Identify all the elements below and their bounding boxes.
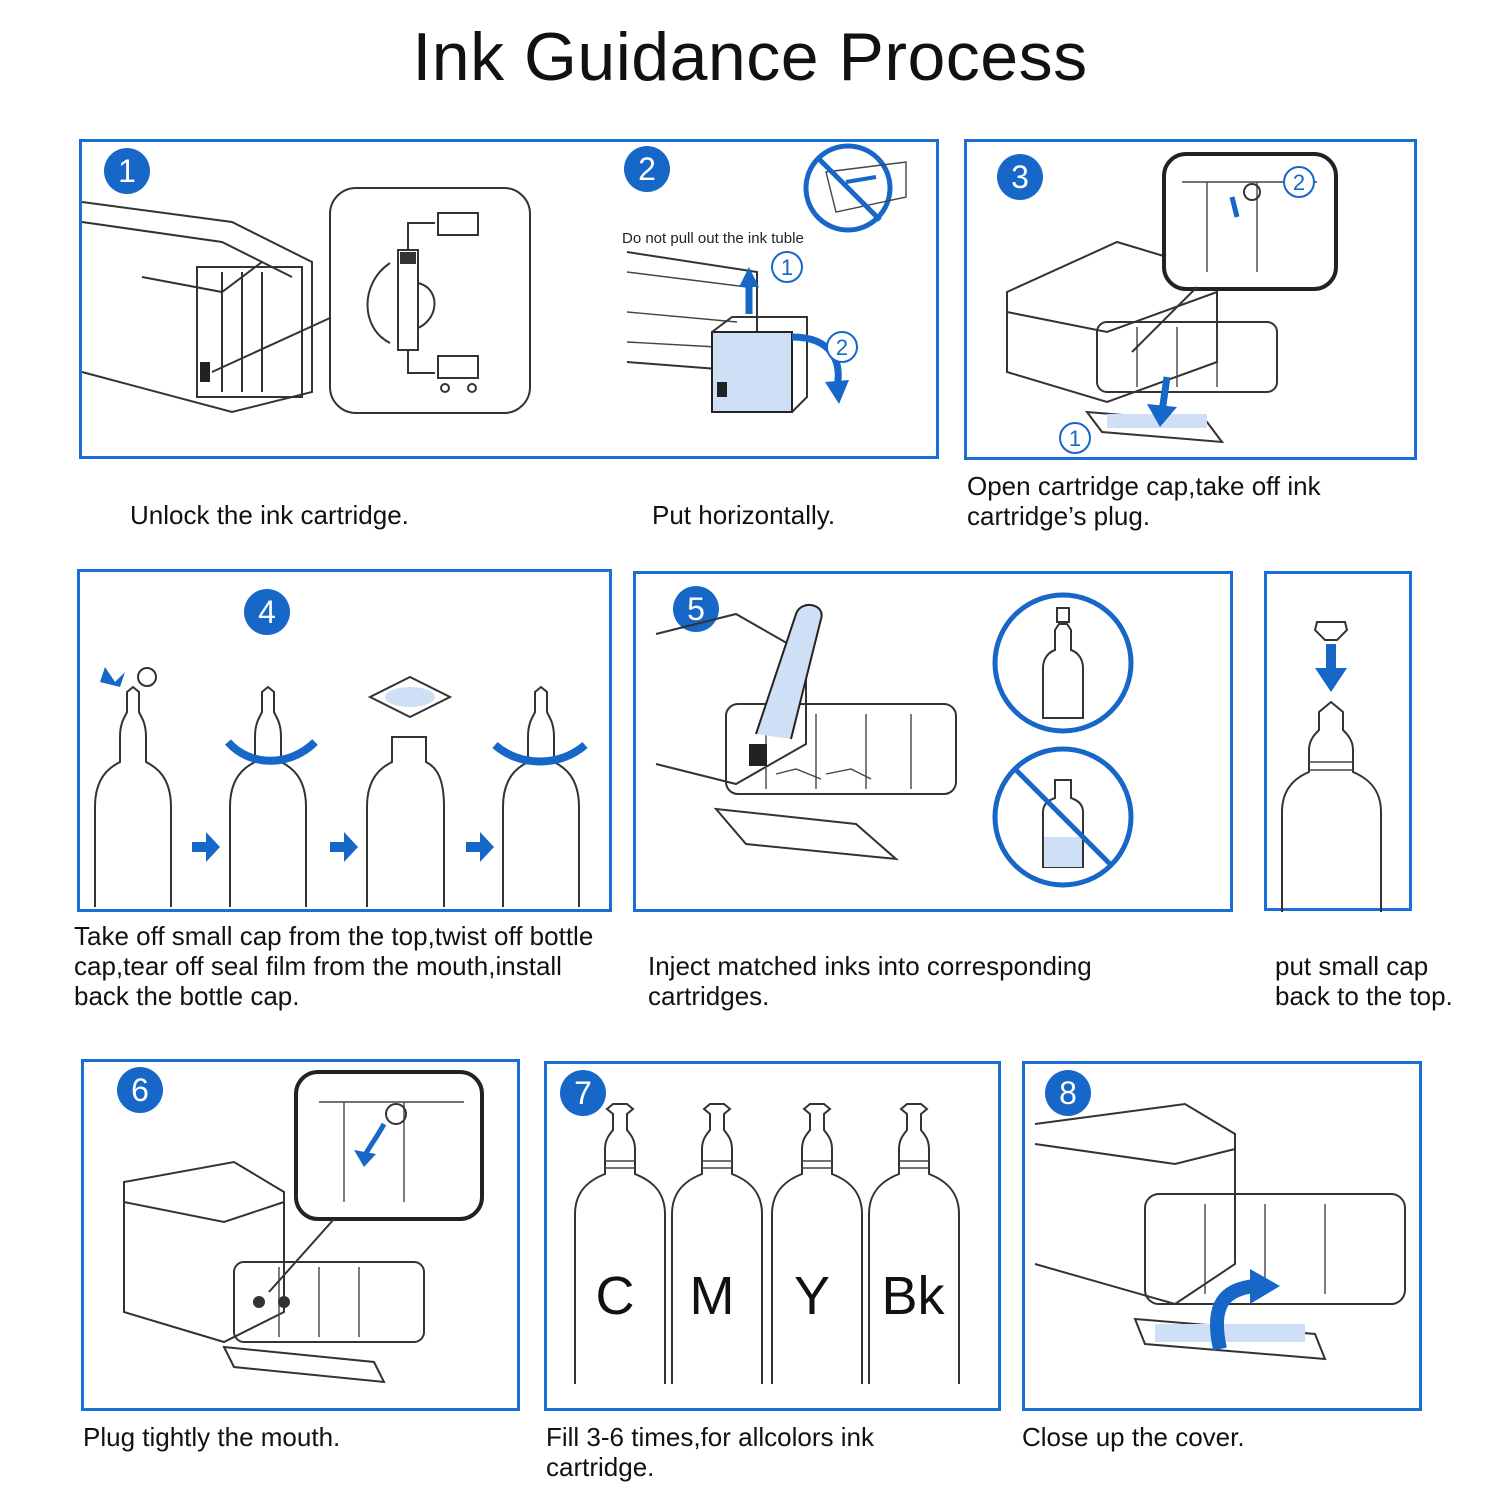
caption-step-5b: put small cap back to the top.	[1275, 951, 1453, 1011]
caption-step-2: Put horizontally.	[652, 500, 836, 530]
caption-step-5: Inject matched inks into corresponding c…	[648, 951, 1092, 1011]
printer-tank-icon: 2 1	[1006, 152, 1338, 454]
step-badge-2: 2	[624, 146, 670, 192]
cap-bottle-icon	[1281, 621, 1382, 912]
printer-icon	[81, 201, 313, 414]
panel-step-6: 6	[81, 1059, 520, 1411]
prohibited-icon	[992, 746, 1134, 888]
panel-step-5b	[1264, 571, 1412, 912]
bottle-sequence-icon	[94, 667, 588, 907]
caption-step-4: Take off small cap from the top,twist of…	[74, 921, 594, 1011]
caption-step-1: Unlock the ink cartridge.	[130, 500, 409, 530]
no-pull-icon	[803, 143, 907, 233]
panel-step-4: 4	[77, 569, 612, 912]
bottle-label-c: C	[596, 1266, 635, 1326]
warning-note: Do not pull out the ink tuble	[622, 230, 804, 247]
bottle-icon	[94, 667, 172, 907]
bottle-icon	[492, 685, 588, 907]
step-2-marker-1: 1	[781, 255, 793, 280]
step-badge-6: 6	[117, 1067, 163, 1113]
bottle-bk: Bk	[868, 1103, 960, 1384]
check-icon	[992, 592, 1134, 734]
inject-ink-icon	[655, 604, 957, 861]
caption-step-7: Fill 3-6 times,for allcolors ink cartrid…	[546, 1422, 874, 1482]
caption-step-3: Open cartridge cap,take off ink cartridg…	[967, 471, 1321, 531]
bottle-label-m: M	[690, 1266, 735, 1326]
step-badge-4: 4	[244, 589, 290, 635]
panel-step-8: 8	[1022, 1061, 1422, 1411]
lock-detail-icon	[211, 187, 531, 414]
bottle-icon	[366, 675, 453, 907]
step-badge-1: 1	[104, 148, 150, 194]
caption-step-8: Close up the cover.	[1022, 1422, 1245, 1452]
bottle-label-y: Y	[794, 1266, 830, 1326]
caption-step-6: Plug tightly the mouth.	[83, 1422, 341, 1452]
step-badge-7: 7	[560, 1070, 606, 1116]
bottle-m: M	[671, 1103, 763, 1384]
panel-step-7: 7 C M Y Bk	[544, 1061, 1001, 1411]
panel-step-1-2: 1 2 Do not pull out the ink tuble	[79, 139, 939, 459]
plug-mouth-icon	[123, 1070, 484, 1384]
bottle-icon	[224, 685, 318, 907]
page-title: Ink Guidance Process	[412, 19, 1088, 95]
bottle-label-bk: Bk	[881, 1266, 945, 1326]
close-cover-icon	[1034, 1102, 1406, 1361]
bottle-y: Y	[771, 1103, 863, 1384]
step-badge-3: 3	[997, 154, 1043, 200]
step-3-marker-2: 2	[1293, 170, 1305, 195]
step-3-marker-1: 1	[1069, 426, 1081, 451]
panel-step-5: 5	[633, 571, 1233, 912]
step-2-marker-2: 2	[836, 335, 848, 360]
cmyk-bottles-icon: C M Y Bk	[574, 1103, 960, 1384]
panel-step-3: 3 2 1	[964, 139, 1417, 460]
cartridge-icon: 1 2	[626, 251, 858, 413]
step-badge-8: 8	[1045, 1070, 1091, 1116]
bottle-c: C	[574, 1103, 666, 1384]
